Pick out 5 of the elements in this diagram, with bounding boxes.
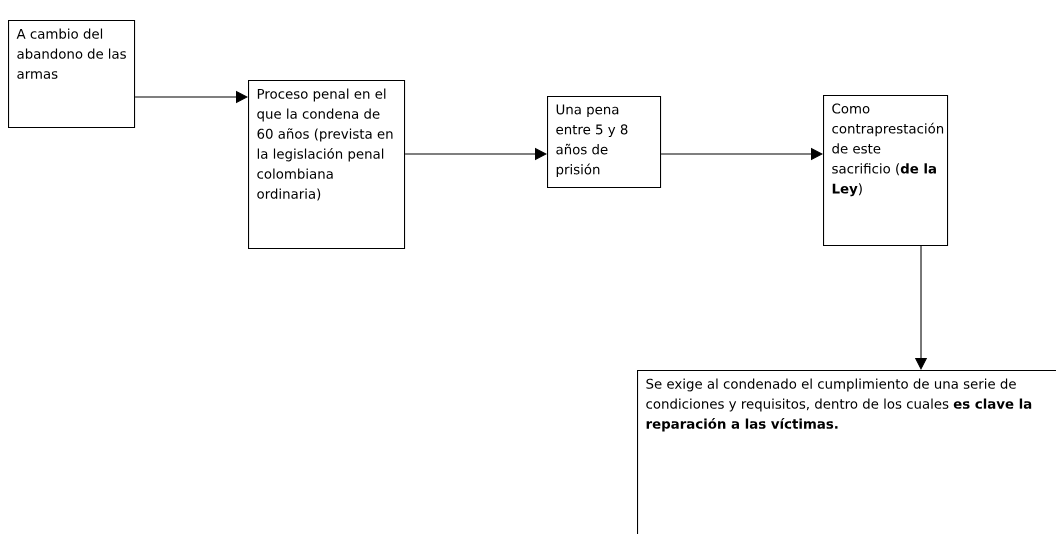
process-box: A cambio del abandono de las armas: [8, 20, 136, 129]
process-box: Proceso penal en el que la condena de 60 años (prevista en la legislación penal colombiana ordinaria): [248, 80, 406, 250]
process-box: Una pena entre 5 y 8 años de prisión: [547, 96, 662, 189]
process-box: Como contraprestación de este sacrificio (de la Ley): [823, 95, 949, 247]
process-box: Se exige al condenado el cumplimiento de una serie de condiciones y requisitos, dentro de los cuales es clave la reparación a las víctimas.: [637, 370, 1056, 534]
